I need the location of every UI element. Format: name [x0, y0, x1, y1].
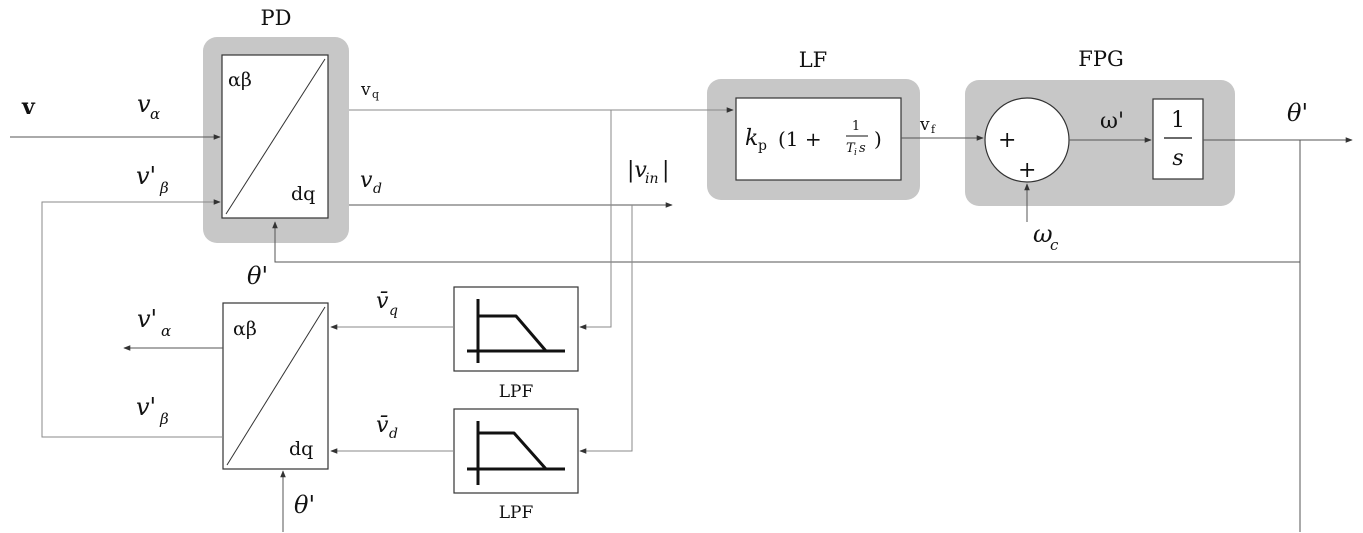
wire-vbeta-feedback	[41, 199, 223, 438]
wire-vd-to-lpf	[579, 205, 633, 454]
wire-theta-feedback	[272, 221, 1300, 263]
label-valpha-prime-out: v'	[137, 305, 157, 333]
pd-alphabeta-label: αβ	[228, 69, 252, 91]
inv-dq-label: dq	[289, 438, 313, 460]
label-vbeta-prime-out-sub: β	[159, 410, 169, 428]
label-vf: v	[919, 115, 930, 135]
lf-inner-box	[735, 97, 902, 181]
lf-frac-den-s: s	[859, 141, 866, 156]
lpf-d-block: LPF	[453, 408, 579, 523]
label-vq-sub: q	[372, 88, 379, 101]
label-vbar-q-sub: q	[389, 303, 398, 319]
lf-paren-open: (1 +	[778, 127, 822, 151]
pd-title: PD	[261, 6, 292, 30]
integrator-num: 1	[1171, 108, 1185, 133]
lf-frac-den-t: T	[846, 141, 856, 156]
lf-frac-den-i: i	[854, 148, 857, 158]
label-vin-abs-sub: in	[645, 171, 659, 187]
pd-diagonal	[225, 58, 326, 215]
label-vf-sub: f	[931, 123, 936, 136]
label-v-input: v	[21, 94, 36, 120]
label-v-alpha-sub: α	[150, 105, 160, 123]
label-vbeta-prime-out: v'	[136, 393, 156, 421]
lpf-q-box	[453, 286, 579, 372]
integrator-box	[1152, 98, 1204, 180]
lpf-q-curve	[478, 314, 548, 352]
pd-dq-label: dq	[291, 183, 315, 205]
label-theta-out: θ'	[1287, 99, 1308, 127]
label-theta-pd: θ'	[247, 262, 268, 290]
lpf-d-label: LPF	[499, 503, 534, 523]
lpf-d-curve	[478, 431, 548, 470]
label-vq: v	[360, 80, 371, 100]
label-vbar-d-sub: d	[389, 426, 398, 442]
label-v-alpha: v	[137, 90, 151, 118]
lpf-d-box	[453, 408, 579, 494]
label-v-beta-prime: v'	[136, 162, 156, 190]
pd-block: PD αβ dq	[203, 6, 349, 243]
label-vin-abs: |v	[627, 158, 647, 183]
sum-plus-bottom: +	[1018, 158, 1036, 183]
lf-frac-num: 1	[852, 119, 860, 134]
wires	[10, 107, 1353, 532]
inverse-transform-block: αβ dq	[222, 302, 329, 470]
label-omega-c-sub: c	[1050, 236, 1059, 254]
label-valpha-prime-out-sub: α	[161, 322, 171, 340]
label-omega-prime: ω'	[1100, 109, 1124, 134]
lf-paren-close: )	[874, 127, 882, 151]
fpg-block: + + 1 s FPG	[965, 47, 1235, 206]
label-theta-inv: θ'	[294, 491, 315, 519]
lf-kp-sub: p	[758, 138, 767, 154]
lf-kp: k	[745, 126, 758, 151]
inv-diagonal	[226, 306, 326, 466]
lpf-q-block: LPF	[453, 286, 579, 402]
label-vbar-d: v̄	[376, 413, 389, 438]
label-vd-sub: d	[373, 181, 382, 197]
lpf-q-label: LPF	[499, 382, 534, 402]
label-vbar-q: v̄	[376, 289, 389, 314]
fpg-title: FPG	[1078, 47, 1123, 71]
label-omega-c: ω	[1033, 220, 1053, 248]
label-vd: v	[360, 168, 373, 193]
lf-block: LF k p (1 + 1 T i s )	[707, 48, 920, 200]
label-vin-abs-close: |	[662, 158, 669, 183]
inv-alphabeta-label: αβ	[233, 318, 257, 340]
signal-labels: v v α v' β v q v d |v in | v f ω' ω c θ'…	[21, 80, 1308, 519]
sum-plus-left: +	[998, 128, 1016, 153]
label-v-beta-sub: β	[159, 179, 169, 197]
lf-title: LF	[799, 48, 828, 72]
wire-vq-to-lpf	[579, 110, 612, 330]
integrator-den: s	[1172, 146, 1183, 171]
